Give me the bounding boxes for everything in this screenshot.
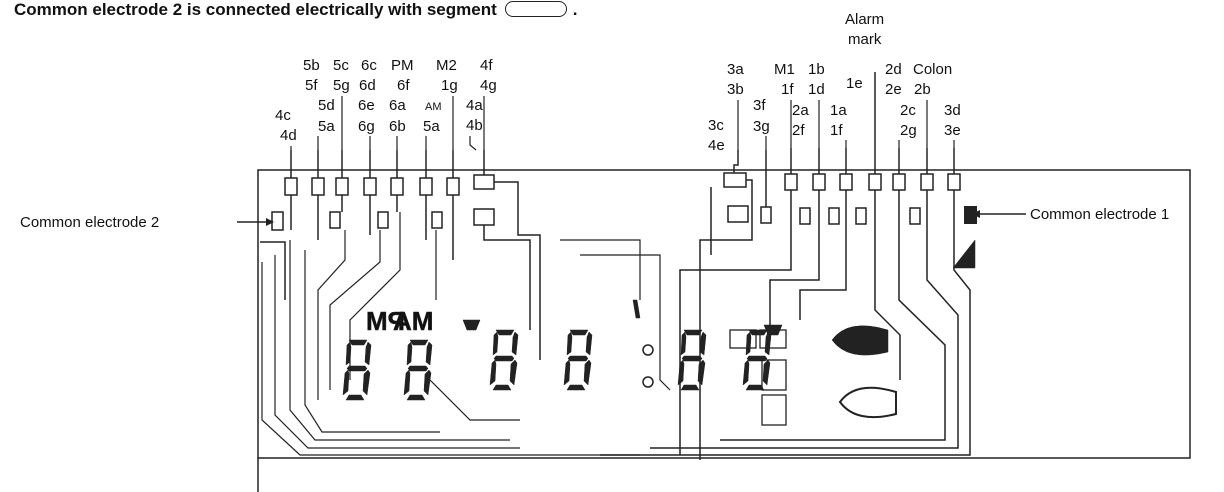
lcd-colon-bottom: [642, 376, 654, 388]
label-3c: 3c: [708, 117, 724, 134]
ce2-arrow: [266, 218, 274, 226]
pin-labels-right: 3a 3b 3c 4e 3f 3g M1 1f 2a 2f 1b 1d 1a 1…: [708, 11, 961, 154]
label-5a: 5a: [318, 118, 335, 135]
label-leaders: [290, 96, 955, 151]
lcd-colon-top: [642, 344, 654, 356]
label-m2: M2: [436, 57, 457, 74]
lcd-segments: PM AM: [342, 239, 976, 419]
label-3d: 3d: [944, 102, 961, 119]
caption-period: .: [572, 0, 578, 19]
label-colon: Colon: [913, 61, 952, 78]
label-pm: PM: [391, 57, 414, 74]
label-1f-m1: 1f: [781, 81, 794, 98]
label-4a: 4a: [466, 97, 483, 114]
label-3e: 3e: [944, 122, 961, 139]
label-1a: 1a: [830, 102, 847, 119]
ce1-arrow: [972, 210, 980, 218]
label-2g: 2g: [900, 122, 917, 139]
label-4d: 4d: [280, 127, 297, 144]
lcd-dash-left: [462, 319, 481, 331]
common-electrode-2-label: Common electrode 2: [20, 214, 159, 231]
label-1d: 1d: [808, 81, 825, 98]
segment-symbol: [504, 0, 567, 17]
label-2f: 2f: [792, 122, 805, 139]
lcd-alarm-mark-filled: [831, 325, 889, 356]
label-am: AM: [425, 101, 442, 113]
label-2c: 2c: [900, 102, 916, 119]
label-1f: 1f: [830, 122, 843, 139]
label-4c: 4c: [275, 107, 291, 124]
label-3a: 3a: [727, 61, 744, 78]
label-6g: 6g: [358, 118, 375, 135]
label-6c: 6c: [361, 57, 377, 74]
right-pins: [600, 72, 971, 460]
label-5d: 5d: [318, 97, 335, 114]
label-1b: 1b: [808, 61, 825, 78]
label-4e: 4e: [708, 137, 725, 154]
lcd-ce1-triangle: [952, 239, 976, 269]
label-6f: 6f: [397, 77, 410, 94]
label-6d: 6d: [359, 77, 376, 94]
lcd-digit-5: [403, 339, 433, 401]
label-2d: 2d: [885, 61, 902, 78]
label-1g: 1g: [441, 77, 458, 94]
label-1e: 1e: [846, 75, 863, 92]
label-alarm: Alarm: [845, 11, 884, 28]
lcd-digit-2: [677, 329, 707, 391]
label-5c: 5c: [333, 57, 349, 74]
label-3g: 3g: [753, 118, 770, 135]
label-2a: 2a: [792, 102, 809, 119]
lcd-alarm-mark-outline: [838, 386, 897, 419]
lcd-digit-4: [489, 329, 519, 391]
label-4f: 4f: [480, 57, 493, 74]
lcd-digit-6: [342, 339, 372, 401]
label-4b: 4b: [466, 117, 483, 134]
label-5g: 5g: [333, 77, 350, 94]
wiring-traces: [261, 212, 671, 456]
ce1-pad: [964, 206, 977, 224]
common-electrode-1-label: Common electrode 1: [1030, 206, 1169, 223]
pin-labels-left: 5b 5f 5d 5a 5c 5g 6c 6d 6e 6g 6a 6b PM 6…: [275, 57, 497, 144]
left-pins: [260, 150, 541, 360]
lcd-segment-boxes: [729, 329, 787, 426]
label-5b: 5b: [303, 57, 320, 74]
lcd-pm-text: PM: [366, 306, 405, 336]
label-6b: 6b: [389, 118, 406, 135]
label-6a: 6a: [389, 97, 406, 114]
lcd-glass-outline: [257, 169, 1191, 459]
lcd-digit-3: [563, 329, 593, 391]
label-m1: M1: [774, 61, 795, 78]
label-4g: 4g: [480, 77, 497, 94]
label-mark: mark: [848, 31, 882, 48]
caption-text: Common electrode 2 is connected electric…: [14, 0, 497, 19]
label-3f: 3f: [753, 97, 766, 114]
label-5a-am: 5a: [423, 118, 440, 135]
label-2b: 2b: [914, 81, 931, 98]
label-6e: 6e: [358, 97, 375, 114]
label-2e: 2e: [885, 81, 902, 98]
ce2-pad: [271, 211, 284, 231]
lcd-am-text: AM: [393, 306, 433, 336]
diagram-caption: Common electrode 2 is connected electric…: [14, 0, 578, 20]
label-3b: 3b: [727, 81, 744, 98]
lcd-colon-marker: [632, 299, 641, 319]
label-5f: 5f: [305, 77, 318, 94]
